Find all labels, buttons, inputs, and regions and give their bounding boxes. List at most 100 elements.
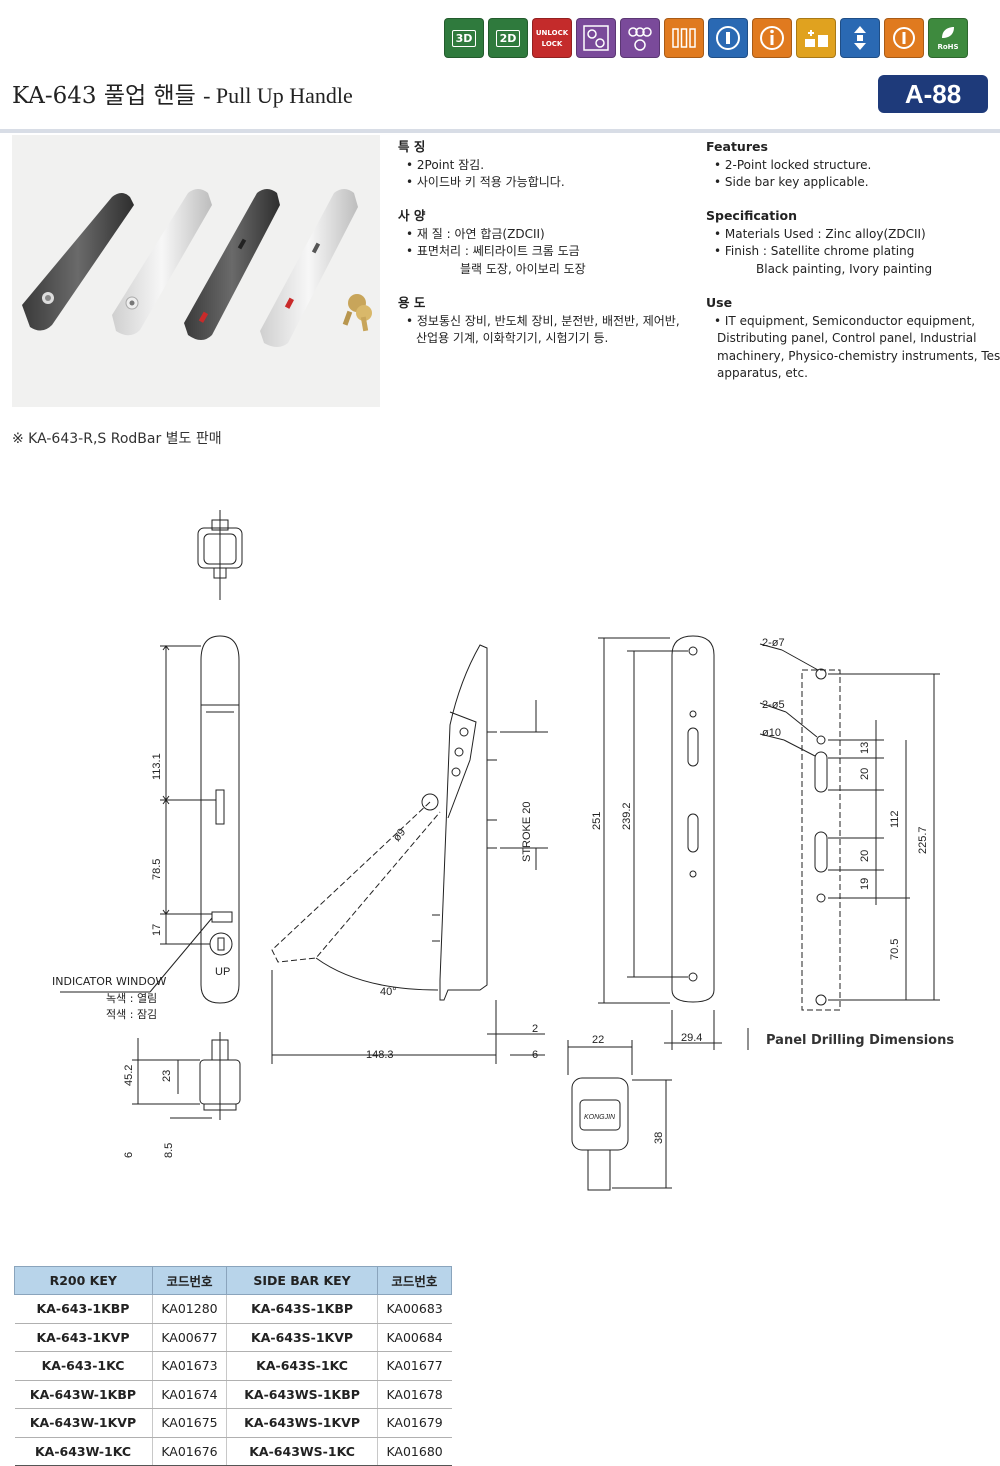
lock-add-icon: [796, 18, 836, 58]
dim-2: 2: [532, 1023, 538, 1035]
table-cell: KA-643-1KVP: [14, 1323, 152, 1352]
table-cell: KA01678: [376, 1380, 452, 1409]
table-row: KA-643W-1KVP KA01675 KA-643WS-1KVP KA016…: [14, 1408, 452, 1438]
3d-icon: 3D: [444, 18, 484, 58]
dim-251: 251: [591, 812, 603, 830]
dim-29-4: 29.4: [681, 1032, 702, 1044]
table-header-row: R200 KEY 코드번호 SIDE BAR KEY 코드번호: [14, 1266, 453, 1295]
table-cell: KA-643S-1KVP: [226, 1323, 378, 1352]
key-drawing: [567, 1040, 672, 1191]
col-r200-key: R200 KEY: [14, 1266, 153, 1295]
rotate-icon: [884, 18, 924, 58]
side-view-drawing: [271, 644, 548, 1064]
dim-phi10: ø10: [762, 727, 781, 739]
indicator-green-label: 녹색 : 열림: [106, 992, 157, 1005]
dim-225-7: 225.7: [917, 826, 929, 854]
spec-ko: 사 양 • 재 질 : 아연 합금(ZDCII) • 표면처리 : 쎄티라이트 …: [398, 208, 586, 276]
handle-black-red-photo: [184, 189, 280, 340]
table-cell: KA01673: [151, 1351, 227, 1381]
rodbar-note: ※ KA-643-R,S RodBar 별도 판매: [12, 431, 222, 447]
dim-17: 17: [151, 924, 163, 936]
table-cell: KA01280: [151, 1294, 227, 1324]
page-code-badge: A-88: [878, 75, 988, 113]
dim-19: 19: [859, 878, 871, 890]
table-cell: KA-643WS-1KC: [226, 1437, 378, 1466]
dim-112: 112: [889, 810, 901, 828]
table-cell: KA-643S-1KC: [226, 1351, 378, 1381]
key-brand-label: KONGJIN: [584, 1114, 616, 1121]
rohs-icon: RoHS: [928, 18, 968, 58]
keyhole-icon: [708, 18, 748, 58]
keys-photo: [342, 294, 372, 332]
dim-13: 13: [859, 742, 871, 754]
table-cell: KA00683: [376, 1294, 452, 1324]
table-cell: KA-643W-1KBP: [14, 1380, 152, 1409]
table-cell: KA01674: [151, 1380, 227, 1409]
dim-45-2: 45.2: [123, 1065, 135, 1086]
spec-en: Specification • Materials Used : Zinc al…: [706, 208, 933, 276]
back-view-drawing: [567, 635, 722, 1191]
table-cell: KA01680: [376, 1437, 452, 1466]
table-cell: KA-643W-1KVP: [14, 1408, 152, 1438]
col-code-2: 코드번호: [376, 1266, 453, 1295]
info-icon: [752, 18, 792, 58]
dim-113-1: 113.1: [151, 753, 163, 780]
features-ko: 특 징 • 2Point 잠김. • 사이드바 키 적용 가능합니다.: [398, 139, 565, 189]
page-title: KA-643 풀업 핸들 - Pull Up Handle: [12, 83, 353, 109]
features-en: Features • 2-Point locked structure. • S…: [706, 139, 872, 189]
table-row: KA-643-1KBP KA01280 KA-643S-1KBP KA00683: [14, 1294, 452, 1324]
handle-black-photo: [22, 193, 134, 331]
table-cell: KA01679: [376, 1408, 452, 1438]
table-cell: KA-643W-1KC: [14, 1437, 152, 1466]
panel-drilling-caption: Panel Drilling Dimensions: [766, 1033, 954, 1048]
use-ko: 용 도 • 정보통신 장비, 반도체 장비, 분전반, 배전반, 제어반, 산업…: [398, 295, 680, 345]
dim-22: 22: [592, 1034, 604, 1046]
dim-239-2: 239.2: [621, 802, 633, 830]
key-type-icon: [576, 18, 616, 58]
up-down-icon: [840, 18, 880, 58]
code-table: R200 KEY 코드번호 SIDE BAR KEY 코드번호 KA-643-1…: [14, 1266, 453, 1466]
technical-drawing: 113.1 78.5 17 UP INDICATOR WINDOW 녹색 : 열…: [52, 510, 954, 1191]
handle-up-mark: UP: [215, 966, 230, 978]
indicator-window-label: INDICATOR WINDOW: [52, 975, 167, 988]
dim-20-upper: 20: [859, 768, 871, 780]
table-cell: KA01676: [151, 1437, 227, 1466]
handle-ivory-photo: [260, 189, 358, 347]
dim-148-3: 148.3: [366, 1049, 394, 1061]
product-photo: [12, 135, 380, 407]
dim-2-phi5: 2-ø5: [762, 699, 785, 711]
table-cell: KA00677: [151, 1323, 227, 1352]
dim-70-5: 70.5: [889, 939, 901, 960]
2d-icon: 2D: [488, 18, 528, 58]
col-code-1: 코드번호: [151, 1266, 228, 1295]
table-cell: KA01677: [376, 1351, 452, 1381]
dim-2-phi7: 2-ø7: [762, 637, 785, 649]
bottom-view-drawing: [132, 1032, 241, 1120]
panel-drilling-drawing: [747, 643, 940, 1050]
header-divider: [0, 129, 1000, 133]
table-row: KA-643W-1KC KA01676 KA-643WS-1KC KA01680: [14, 1437, 452, 1466]
table-cell: KA01675: [151, 1408, 227, 1438]
table-cell: KA00684: [376, 1323, 452, 1352]
dim-38: 38: [653, 1132, 665, 1144]
col-side-bar-key: SIDE BAR KEY: [226, 1266, 378, 1295]
handle-white-photo: [112, 189, 212, 336]
table-row: KA-643-1KC KA01673 KA-643S-1KC KA01677: [14, 1351, 452, 1381]
dim-6-side: 6: [532, 1049, 538, 1061]
table-cell: KA-643S-1KBP: [226, 1294, 378, 1324]
dim-78-5: 78.5: [151, 859, 163, 880]
dim-40-deg: 40°: [380, 986, 397, 998]
table-cell: KA-643WS-1KBP: [226, 1380, 378, 1409]
indicator-red-label: 적색 : 잠김: [106, 1008, 157, 1021]
top-view-drawing: [197, 510, 243, 600]
table-row: KA-643W-1KBP KA01674 KA-643WS-1KBP KA016…: [14, 1380, 452, 1409]
dim-20-lower: 20: [859, 850, 871, 862]
dim-6-bottom: 6: [123, 1152, 135, 1158]
dim-phi9: ø9: [391, 826, 408, 844]
table-cell: KA-643-1KC: [14, 1351, 152, 1381]
table-cell: KA-643WS-1KVP: [226, 1408, 378, 1438]
front-view-drawing: [60, 635, 240, 1004]
dim-stroke-20: STROKE 20: [521, 801, 533, 862]
